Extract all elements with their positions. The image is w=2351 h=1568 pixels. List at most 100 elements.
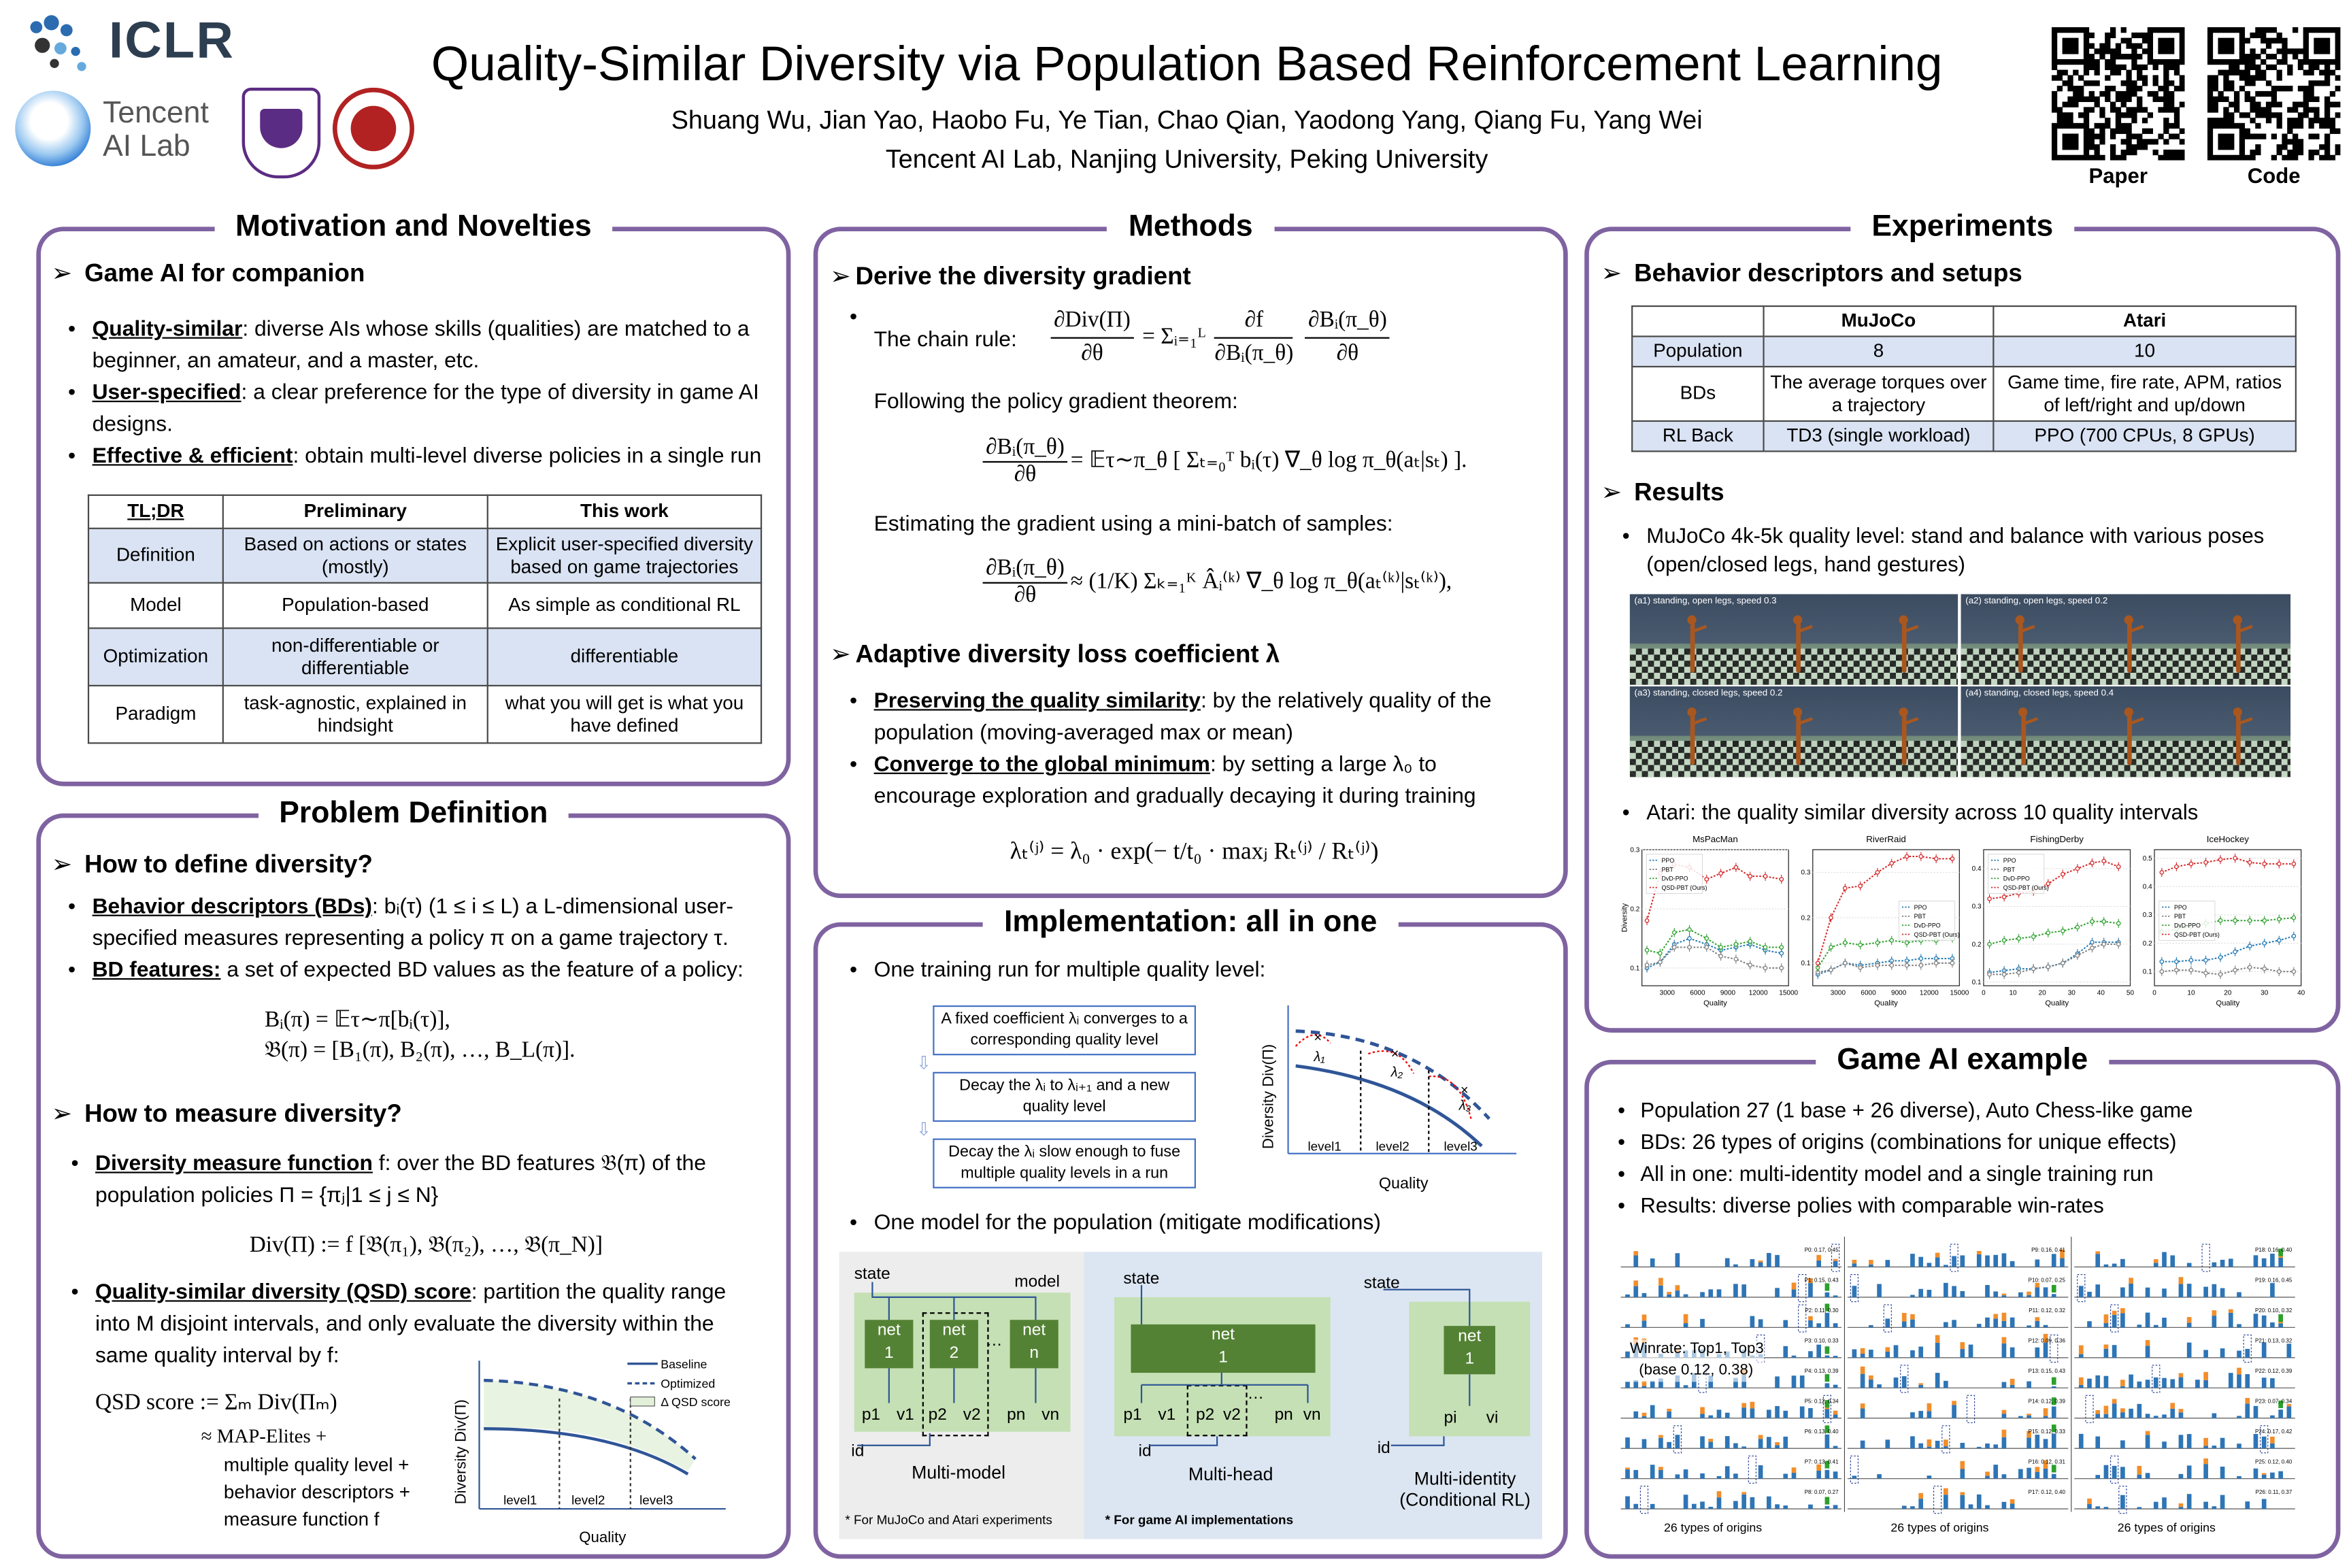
bar — [2270, 1378, 2275, 1388]
data-point — [2203, 958, 2208, 963]
bar — [1918, 1256, 1924, 1267]
bar — [1869, 1379, 1873, 1388]
bar-segment — [1927, 1403, 1932, 1412]
qr-module — [2239, 86, 2246, 92]
bar — [2051, 1433, 2056, 1449]
data-point — [1658, 950, 1663, 956]
bar — [2120, 1287, 2125, 1297]
legend-entry: QSD-PBT (Ours) — [2003, 884, 2049, 891]
table-cell: non-differentiable or differentiable — [222, 627, 488, 687]
bar — [1869, 1350, 1873, 1358]
bar — [2145, 1435, 2150, 1449]
data-point — [2001, 972, 2007, 977]
bar-segment — [2137, 1465, 2142, 1475]
id-label: id — [851, 1442, 865, 1461]
bar — [2186, 1434, 2192, 1449]
qr-module — [2297, 117, 2304, 124]
mujoco-image-a4: (a4) standing, closed legs, speed 0.4 — [1961, 686, 2291, 778]
bar-segment — [2286, 1403, 2292, 1407]
y-tick-label: 0.2 — [1972, 941, 1982, 948]
qr-module — [2276, 144, 2282, 150]
iclr-logo: ICLR — [21, 9, 263, 76]
qr-module — [2051, 27, 2058, 33]
qr-module — [2169, 122, 2175, 129]
qr-module — [2303, 96, 2309, 102]
bar — [2212, 1262, 2217, 1267]
bar — [2001, 1382, 2007, 1388]
policy-winrate-label: P18: 0.16, 0.40 — [2255, 1247, 2292, 1253]
qr-module — [2099, 90, 2105, 97]
bar — [2237, 1374, 2241, 1388]
bar — [1824, 1409, 1830, 1418]
data-point — [2291, 915, 2297, 920]
qr-module — [2261, 112, 2267, 118]
code-qr-code[interactable] — [2207, 27, 2341, 161]
bullet-text: : partition the quality range into M dis… — [95, 1280, 727, 1369]
bar — [2010, 1261, 2015, 1267]
bar — [2203, 1350, 2208, 1358]
y-tick-label: 0.2 — [1630, 905, 1639, 913]
qr-module — [2088, 144, 2095, 150]
qr-module — [2207, 107, 2214, 113]
bar — [1750, 1316, 1755, 1328]
qr-module — [2292, 107, 2299, 113]
qr-module — [2137, 101, 2143, 107]
bar-segment — [2027, 1291, 2031, 1295]
qr-module — [2141, 107, 2148, 113]
bar — [2212, 1316, 2217, 1328]
qr-module — [2218, 139, 2224, 145]
highlight-box — [1883, 1304, 1892, 1333]
policy-winrate-label: P2: 0.11, 0.30 — [1805, 1307, 1839, 1314]
qr-module — [2120, 27, 2127, 33]
bar-segment — [1960, 1492, 1965, 1495]
qr-module — [2099, 54, 2105, 60]
bar — [2137, 1474, 2142, 1479]
bar-segment — [1741, 1492, 1746, 1495]
qr-module — [2261, 107, 2267, 113]
table-header — [1631, 305, 1765, 337]
paper-qr-code[interactable] — [2051, 27, 2185, 161]
x-tick-label: 15000 — [1950, 989, 1969, 997]
qr-module — [2335, 37, 2341, 44]
qr-module — [2056, 27, 2063, 33]
qr-module — [2163, 86, 2169, 92]
bar — [1869, 1264, 1873, 1267]
bar — [2203, 1464, 2208, 1479]
table-cell: Based on actions or states (mostly) — [222, 527, 488, 584]
bar — [1985, 1284, 1990, 1297]
bar — [2237, 1444, 2241, 1449]
lambda-decay-graph: × × × λ₁ λ₂ λ₃ level1 level2 level3 Qual… — [1259, 1005, 1517, 1192]
affiliations: Tencent AI Lab, Nanjing University, Peki… — [885, 145, 1488, 174]
qr-module — [2137, 43, 2143, 49]
data-point — [1644, 948, 1650, 953]
qr-module — [2131, 133, 2137, 139]
qr-module — [2239, 48, 2246, 54]
bar-segment — [2051, 1377, 2056, 1385]
qr-module — [2062, 48, 2068, 54]
qr-module — [2073, 48, 2079, 54]
bar — [2162, 1497, 2167, 1509]
bar — [1877, 1474, 1882, 1479]
qr-module — [2169, 80, 2175, 86]
qr-module — [2319, 27, 2325, 33]
level-label: level2 — [571, 1493, 605, 1507]
policy-subplot: P21: 0.13, 0.32 — [2074, 1334, 2295, 1363]
qr-module — [2297, 48, 2304, 54]
highlight-box — [1798, 1304, 1807, 1333]
gameai-title: Game AI example — [1816, 1043, 2110, 1077]
bar-segment — [2043, 1460, 2048, 1469]
qr-module — [2229, 112, 2235, 118]
bar — [2178, 1284, 2184, 1297]
implementation-bullet: •One training run for multiple quality l… — [850, 958, 1266, 983]
qr-module — [2169, 64, 2175, 71]
qr-module — [2179, 128, 2185, 134]
bar-segment — [2027, 1414, 2031, 1416]
data-point — [1829, 967, 1833, 973]
bar — [2043, 1324, 2048, 1328]
data-point — [1843, 961, 1848, 966]
bar — [2286, 1344, 2292, 1358]
qr-module — [2179, 59, 2185, 65]
qr-module — [2152, 90, 2158, 97]
qr-module — [2141, 64, 2148, 71]
